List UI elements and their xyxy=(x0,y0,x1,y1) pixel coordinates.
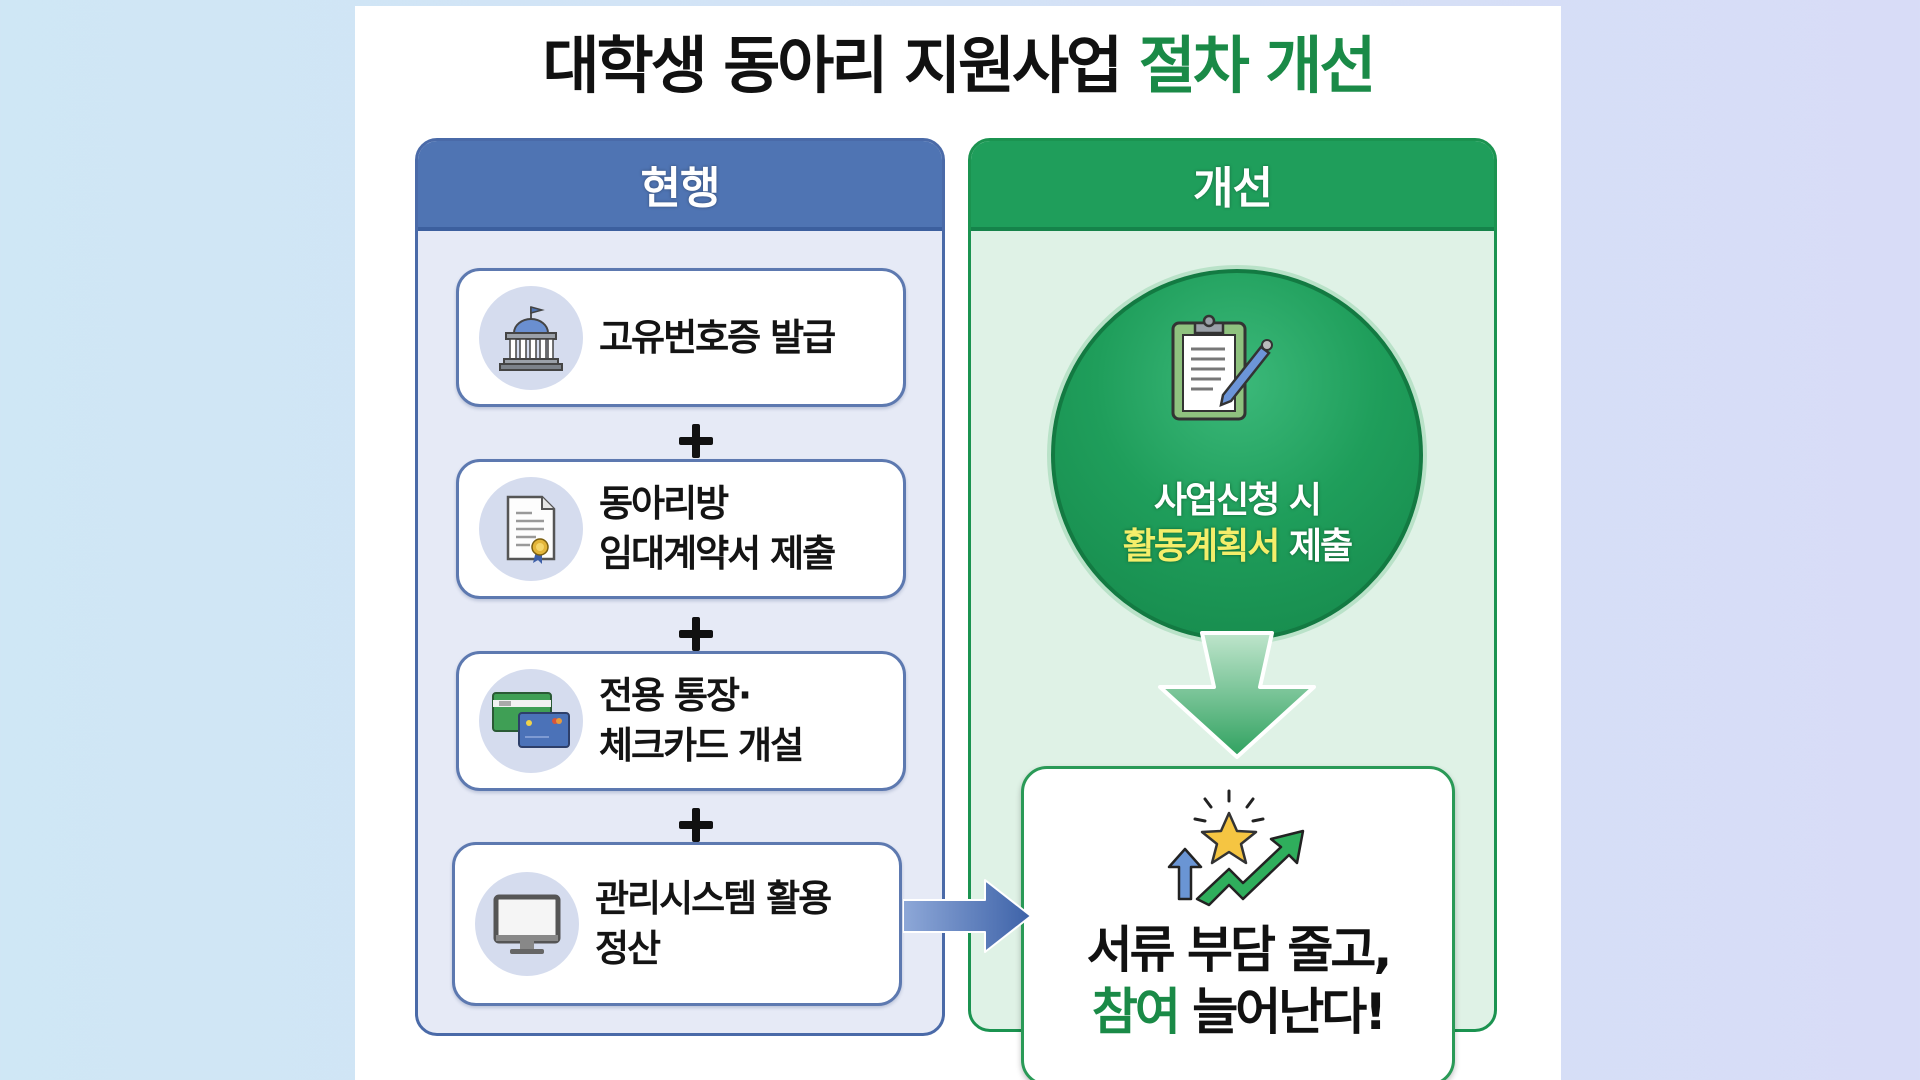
step-label-line: 전용 통장· xyxy=(599,674,752,717)
step-bank-account: 전용 통장· 체크카드 개설 xyxy=(456,651,906,791)
certificate-document-icon xyxy=(479,477,583,581)
circle-line2: 활동계획서 제출 xyxy=(1055,524,1419,570)
result-box: 서류 부담 줄고, 참여 늘어난다! xyxy=(1021,766,1455,1080)
result-text: 서류 부담 줄고, 참여 늘어난다! xyxy=(1024,919,1452,1043)
current-process-panel: 현행 고유번호증 발급 xyxy=(415,138,945,1036)
plus-icon xyxy=(676,421,716,461)
clipboard-pen-icon xyxy=(1171,314,1273,421)
step-clubroom-lease: 동아리방 임대계약서 제출 xyxy=(456,459,906,599)
circle-line2-rest: 제출 xyxy=(1278,526,1353,567)
right-arrow-icon xyxy=(903,879,1032,953)
circle-text: 사업신청 시 활동계획서 제출 xyxy=(1055,478,1419,570)
title-highlight: 절차 개선 xyxy=(1138,29,1377,102)
result-highlight: 참여 xyxy=(1091,983,1181,1041)
result-line2-rest: 늘어난다! xyxy=(1177,983,1387,1041)
bank-card-icon xyxy=(479,669,583,773)
result-line2: 참여 늘어난다! xyxy=(1024,981,1452,1043)
step-label-line: 임대계약서 제출 xyxy=(599,532,836,575)
government-building-icon xyxy=(479,285,583,390)
step-label-line: 동아리방 xyxy=(599,482,729,525)
application-circle: 사업신청 시 활동계획서 제출 xyxy=(1051,269,1423,641)
circle-line1: 사업신청 시 xyxy=(1153,480,1322,521)
current-panel-header: 현행 xyxy=(418,141,942,231)
step-label-line: 고유번호증 발급 xyxy=(599,315,836,359)
step-management-system: 관리시스템 활용 정산 xyxy=(452,842,902,1006)
computer-monitor-icon xyxy=(475,872,579,976)
star-growth-icon xyxy=(1167,789,1305,907)
title-main: 대학생 동아리 지원사업 xyxy=(542,29,1124,102)
plus-icon xyxy=(676,805,716,845)
improved-panel-header: 개선 xyxy=(971,141,1494,231)
step-label-line: 체크카드 개설 xyxy=(599,724,804,767)
step-label-line: 관리시스템 활용 xyxy=(595,877,832,920)
down-arrow-icon xyxy=(1158,631,1316,759)
step-id-certificate: 고유번호증 발급 xyxy=(456,268,906,407)
infographic-card: 대학생 동아리 지원사업 절차 개선 현행 xyxy=(355,6,1561,1080)
plus-icon xyxy=(676,614,716,654)
circle-highlight: 활동계획서 xyxy=(1122,526,1281,567)
improved-process-panel: 개선 사업신청 시 활동계획서 제출 xyxy=(968,138,1497,1080)
result-line1: 서류 부담 줄고, xyxy=(1086,921,1393,979)
step-label-line: 정산 xyxy=(595,927,661,970)
page-title: 대학생 동아리 지원사업 절차 개선 xyxy=(355,26,1561,106)
